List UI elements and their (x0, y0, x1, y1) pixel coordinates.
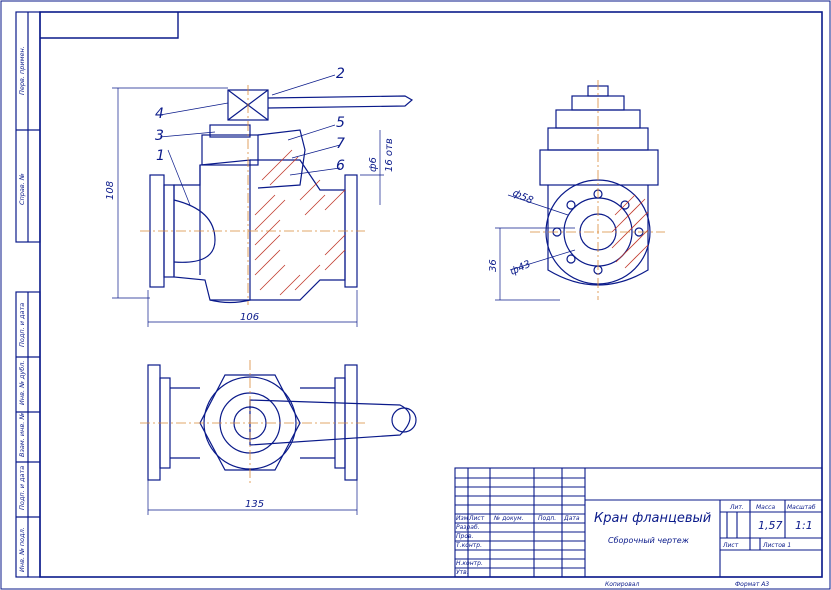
callout-4: 4 (155, 106, 164, 122)
tb-scale: Масштаб (787, 504, 816, 511)
plan-centerlines (140, 360, 365, 485)
tb-format: Формат А3 (735, 581, 769, 588)
tb-sheet: Лист (722, 542, 739, 549)
strip-label-1: Перв. примен. (18, 46, 26, 95)
side-hatch (611, 194, 649, 269)
tb-row-prov: Пров. (456, 533, 474, 540)
front-view (149, 89, 414, 304)
tb-row-tkontr: Т.контр. (456, 542, 482, 549)
tb-col-doc: № докум. (493, 515, 524, 522)
tb-scale-value: 1:1 (795, 519, 813, 532)
dim-dia-43: ф43 (509, 259, 533, 278)
tb-row-razrab: Разраб. (456, 524, 480, 531)
strip-label-3: Подп. и дата (18, 303, 26, 347)
dim-dia-small: ф6 (368, 157, 379, 172)
dim-holes: 16 отв (384, 138, 395, 172)
plan-dimensions (147, 480, 358, 515)
callout-5: 5 (336, 115, 345, 131)
tb-subtitle: Сборочный чертеж (608, 536, 690, 545)
tb-col-list: Лист (468, 515, 485, 522)
side-centerlines (530, 80, 665, 300)
dim-side-36: 36 (488, 259, 499, 272)
strip-label-6: Подп. и дата (18, 466, 26, 510)
tb-row-utv: Утв. (456, 569, 469, 576)
tb-col-sign: Подп. (538, 515, 556, 522)
title-block-lines (454, 467, 823, 578)
tb-title: Кран фланцевый (594, 511, 711, 526)
callout-6: 6 (336, 158, 345, 174)
tb-copied: Копировал (605, 581, 639, 588)
tb-lit: Лит. (729, 504, 744, 511)
tb-sheets: Листов 1 (762, 542, 791, 549)
side-dimensions (495, 194, 576, 301)
strip-label-2: Справ. № (18, 173, 26, 205)
drawing-frame (39, 11, 823, 578)
front-dimensions (112, 74, 384, 327)
strip-label-5: Взам. инв. № (18, 413, 26, 457)
tb-col-izm: Изм (456, 515, 469, 522)
tb-mass-value: 1,57 (758, 519, 783, 532)
callout-7: 7 (336, 136, 345, 152)
callout-2: 2 (336, 66, 345, 82)
dim-length-plan: 135 (245, 499, 264, 510)
front-hatch (254, 149, 346, 296)
strip-label-7: Инв. № подл. (18, 527, 26, 572)
strip-label-4: Инв. № дубл. (18, 361, 26, 405)
dim-length-front: 106 (240, 312, 259, 323)
dim-dia-58: ф58 (511, 188, 535, 207)
tb-col-date: Дата (563, 515, 580, 522)
left-strip (15, 11, 41, 578)
plan-view (147, 364, 417, 481)
tb-row-nkontr: Н.контр. (456, 560, 483, 567)
callout-3: 3 (155, 128, 164, 144)
tb-mass: Масса (756, 504, 775, 511)
callout-1: 1 (156, 148, 165, 164)
front-centerlines (140, 85, 365, 305)
top-stamp (40, 12, 179, 39)
dim-height: 108 (105, 181, 116, 200)
